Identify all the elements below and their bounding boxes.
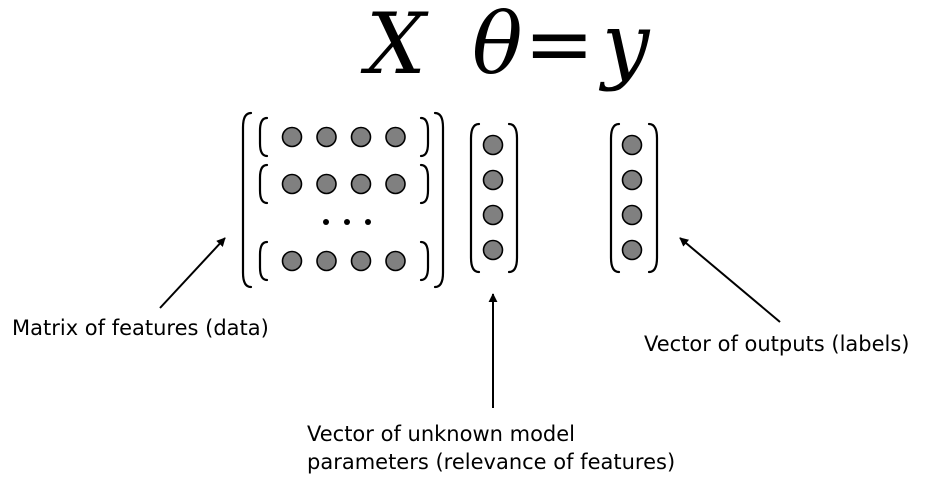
matrix-element-dot	[316, 126, 337, 148]
element-dots	[281, 126, 643, 272]
parameter-element-dot	[482, 204, 504, 226]
matrix-row-bracket-right	[419, 116, 430, 158]
matrix-element-dot	[316, 250, 337, 272]
output-element-dot	[621, 169, 643, 191]
parameter-element-dot	[482, 134, 504, 156]
output-element-dot	[621, 134, 643, 156]
parameter-element-dot	[482, 239, 504, 261]
matrix-bracket-left	[241, 111, 253, 289]
matrix-row-bracket-right	[419, 163, 430, 205]
outputs-label: Vector of outputs (labels)	[644, 332, 910, 356]
matrix-row-bracket-right	[419, 240, 430, 282]
matrix-element-dot	[385, 126, 406, 148]
ellipsis-dot	[323, 219, 329, 225]
matrix-element-dot	[385, 173, 406, 195]
ellipsis-dot	[365, 219, 371, 225]
parameters-label-line-2: parameters (relevance of features)	[307, 450, 676, 474]
output-element-dot	[621, 239, 643, 261]
matrix-element-dot	[281, 250, 303, 272]
matrix-element-dot	[350, 173, 372, 195]
row-ellipsis	[323, 219, 371, 225]
matrix-row-bracket-left	[258, 163, 269, 205]
parameter-element-dot	[482, 169, 504, 191]
matrix-element-dot	[350, 250, 372, 272]
parameters-label: Vector of unknown model parameters (rele…	[307, 420, 675, 476]
matrix-row-bracket-left	[258, 240, 269, 282]
matrix-element-dot	[385, 250, 406, 272]
arrows	[159, 237, 781, 408]
matrix-row-bracket-left	[258, 116, 269, 158]
matrix-element-dot	[350, 126, 372, 148]
matrix-element-dot	[281, 173, 303, 195]
output-arrow	[679, 237, 781, 323]
matrix-bracket-right	[433, 111, 445, 289]
matrix-element-dot	[316, 173, 337, 195]
output-vector-bracket-right	[647, 122, 659, 274]
output-symbol: y	[602, 0, 650, 93]
equals-sign: =	[524, 0, 595, 93]
matrix-label: Matrix of features (data)	[12, 316, 269, 340]
ellipsis-dot	[344, 219, 350, 225]
parameter-symbol: θ	[472, 0, 523, 93]
brackets	[241, 111, 659, 289]
output-element-dot	[621, 204, 643, 226]
matrix-symbol: X	[366, 0, 426, 93]
output-vector-bracket-left	[609, 122, 621, 274]
matrix-element-dot	[281, 126, 303, 148]
parameter-vector-bracket-right	[507, 122, 519, 274]
parameter-vector-bracket-left	[469, 122, 481, 274]
matrix-arrow	[159, 237, 226, 309]
parameters-label-line-1: Vector of unknown model	[307, 422, 575, 446]
